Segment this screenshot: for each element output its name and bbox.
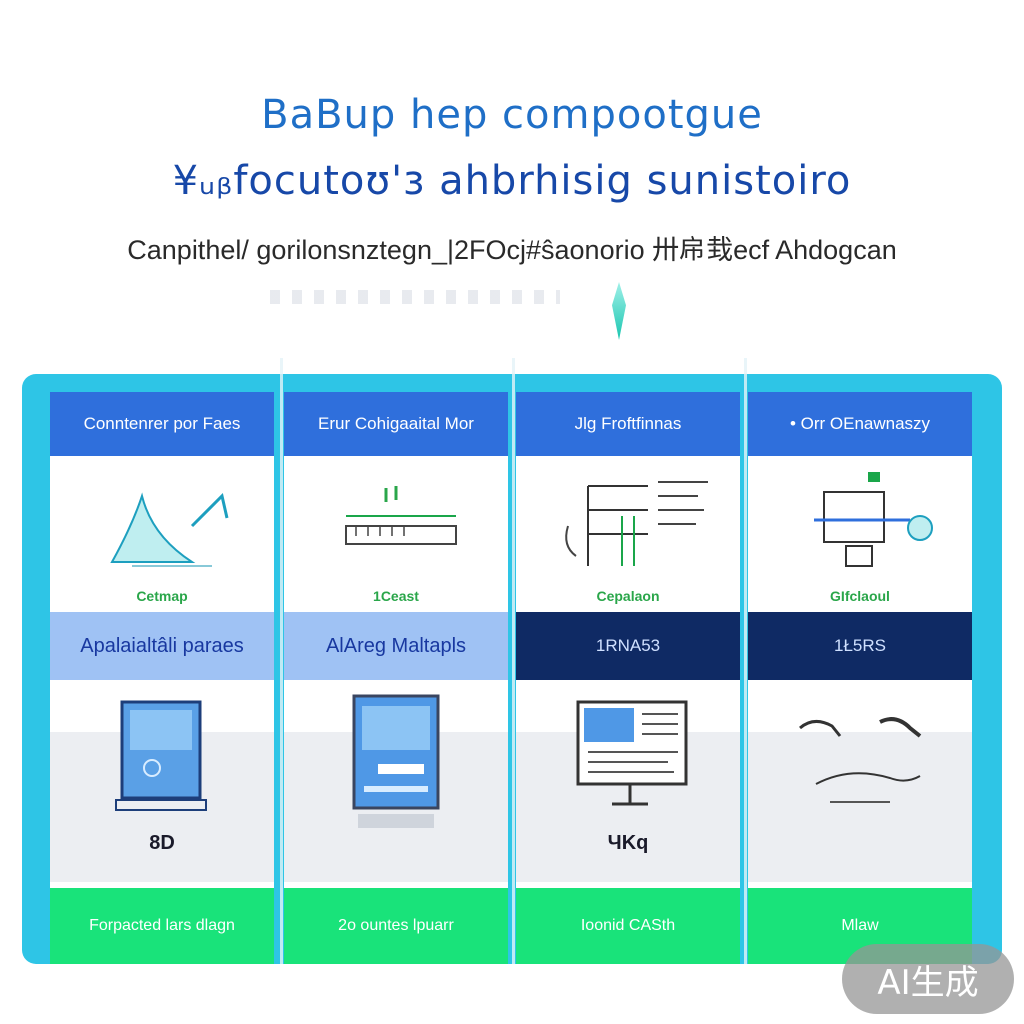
ruler-sketch-icon xyxy=(345,486,457,545)
feature-column-3: Jlg Froftfinnas Cepalaon 1RNA53 ЧKq Ioon… xyxy=(516,392,740,964)
page-subtitle: Canpithel/ gorilonsnztegn_|2FOcj#ŝaonori… xyxy=(127,235,897,265)
column-mid-label: 1Ł5RS xyxy=(748,612,972,680)
hands-sketch-icon xyxy=(799,717,922,803)
column-mid-label: 1RNA53 xyxy=(516,612,740,680)
column-figure-label: ЧKq xyxy=(607,832,649,854)
desktop-monitor-icon xyxy=(576,700,688,806)
column-caption: Cepalaon xyxy=(596,588,660,604)
chart-sketch-icon xyxy=(110,492,229,567)
blueprint-sketch-icon xyxy=(565,481,708,566)
column-caption: 1Ceast xyxy=(373,588,419,604)
tablet-icon xyxy=(352,694,440,828)
machine-sketch-icon xyxy=(814,472,933,567)
monitor-icon xyxy=(115,700,207,811)
column-footer: 2o ountes lpuarr xyxy=(284,888,508,964)
column-header: • Orr OEnawnaszy xyxy=(748,392,972,456)
page-title-line-1: BaBup hep compootgue xyxy=(261,92,763,138)
divider-line xyxy=(512,358,515,964)
column-caption: Cetmap xyxy=(136,588,188,604)
faint-text-row xyxy=(270,290,560,304)
column-footer: Ioonid CASth xyxy=(516,888,740,964)
ai-generated-badge: AI生成 xyxy=(842,944,1014,1014)
feature-column-1: Conntenrer por Faes Cetmap Apalaialtâli … xyxy=(50,392,274,964)
feature-column-2: Erur Cohigaaital Mor 1Ceast AlAreg Malta… xyxy=(284,392,508,964)
column-mid-label: Apalaialtâli paraes xyxy=(50,612,274,680)
page-title-line-2: ¥ᵤᵦfocutoʊ'ɜ ahbrhisig sunistoiro xyxy=(172,158,852,204)
divider-line xyxy=(280,358,283,964)
column-mid-label: AlAreg Maltapls xyxy=(284,612,508,680)
divider-line xyxy=(744,358,747,964)
column-header: Erur Cohigaaital Mor xyxy=(284,392,508,456)
column-header: Jlg Froftfinnas xyxy=(516,392,740,456)
column-caption: GIfclaoul xyxy=(830,588,890,604)
column-header: Conntenrer por Faes xyxy=(50,392,274,456)
arrow-drop-icon xyxy=(612,282,626,340)
column-footer: Forpacted lars dlagn xyxy=(50,888,274,964)
column-figure-label: 8D xyxy=(149,832,175,854)
panel-shade xyxy=(748,732,972,882)
feature-column-4: • Orr OEnawnaszy GIfclaoul 1Ł5RS Mlaw xyxy=(748,392,972,964)
